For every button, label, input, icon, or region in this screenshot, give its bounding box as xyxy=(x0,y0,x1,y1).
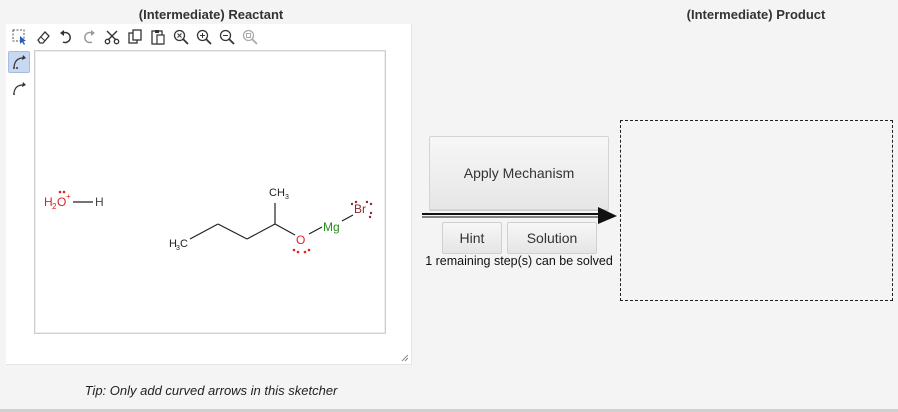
zoom-in-icon[interactable] xyxy=(194,26,213,48)
product-title: (Intermediate) Product xyxy=(686,7,826,22)
cut-icon[interactable] xyxy=(102,26,121,48)
curved-arrow-single-icon[interactable] xyxy=(8,77,30,99)
curved-arrow-pair-icon[interactable] xyxy=(8,51,30,73)
bottom-divider xyxy=(0,409,898,412)
bromine-atom: Br xyxy=(354,202,366,216)
ch3-top-sub: 3 xyxy=(285,194,289,201)
apply-mechanism-button[interactable]: Apply Mechanism xyxy=(429,136,609,210)
reactant-sketcher[interactable]: H 2 O + H H 3 C CH 3 O xyxy=(6,24,412,365)
reactant-title: (Intermediate) Reactant xyxy=(138,7,284,22)
hydronium-oxygen: O xyxy=(57,195,66,209)
remaining-steps-text: 1 remaining step(s) can be solved xyxy=(425,254,613,268)
ch3-left-h: H xyxy=(169,238,177,250)
undo-icon[interactable] xyxy=(56,26,75,48)
copy-icon[interactable] xyxy=(125,26,144,48)
hydronium-charge: + xyxy=(66,192,71,201)
ch3-top: CH xyxy=(269,187,285,199)
hydronium-h: H xyxy=(44,195,53,209)
zoom-fit-icon[interactable] xyxy=(240,26,259,48)
reaction-arrow-icon xyxy=(422,207,617,224)
solution-button[interactable]: Solution xyxy=(507,222,597,254)
magnesium-atom: Mg xyxy=(323,220,340,234)
hint-button[interactable]: Hint xyxy=(442,222,502,254)
oxygen-atom: O xyxy=(296,233,305,247)
hydronium-molecule[interactable]: H 2 O + H xyxy=(44,190,104,211)
sketcher-tip: Tip: Only add curved arrows in this sket… xyxy=(84,383,338,398)
hydronium-subscript: 2 xyxy=(52,202,57,211)
sketcher-toolbar xyxy=(6,24,411,50)
ch3-left-sub: 3 xyxy=(176,245,180,252)
zoom-reset-icon[interactable] xyxy=(171,26,190,48)
eraser-icon[interactable] xyxy=(33,26,52,48)
hydronium-h-right: H xyxy=(95,195,104,209)
sketcher-side-tools xyxy=(6,50,32,364)
alkoxide-molecule[interactable]: H 3 C CH 3 O Mg Br xyxy=(169,187,373,254)
resize-grip-icon[interactable] xyxy=(401,354,409,362)
zoom-out-icon[interactable] xyxy=(217,26,236,48)
paste-icon[interactable] xyxy=(148,26,167,48)
product-drop-area[interactable] xyxy=(620,120,893,301)
molecule-drawing: H 2 O + H H 3 C CH 3 O xyxy=(44,187,373,254)
select-icon[interactable] xyxy=(10,26,29,48)
ch3-left-c: C xyxy=(180,238,188,250)
redo-icon[interactable] xyxy=(79,26,98,48)
drawing-canvas[interactable]: H 2 O + H H 3 C CH 3 O xyxy=(34,50,386,334)
